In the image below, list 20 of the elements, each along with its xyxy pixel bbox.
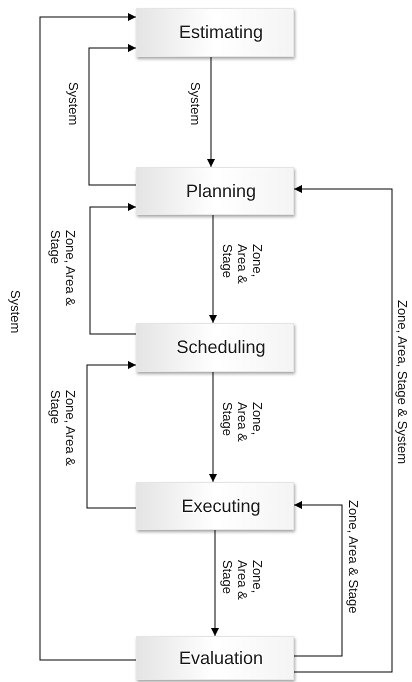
arrow bbox=[209, 372, 217, 482]
arrow bbox=[207, 56, 215, 168]
box-label: Scheduling bbox=[175, 336, 266, 359]
process-box bbox=[136, 636, 294, 680]
arrow bbox=[86, 361, 136, 508]
box-label: Executing bbox=[180, 494, 261, 518]
process-box bbox=[136, 167, 294, 215]
arrow bbox=[90, 203, 136, 334]
box-label: Estimating bbox=[178, 21, 264, 44]
arrow bbox=[40, 13, 136, 660]
arrow bbox=[294, 501, 342, 656]
process-box bbox=[136, 8, 294, 57]
box-label: Evaluation bbox=[178, 646, 264, 670]
process-box bbox=[136, 323, 294, 372]
process-box bbox=[136, 482, 294, 530]
arrow bbox=[209, 214, 217, 324]
arrow bbox=[294, 185, 392, 672]
box-label: Planning bbox=[184, 180, 256, 203]
arrow bbox=[211, 530, 219, 636]
arrow bbox=[88, 44, 136, 186]
